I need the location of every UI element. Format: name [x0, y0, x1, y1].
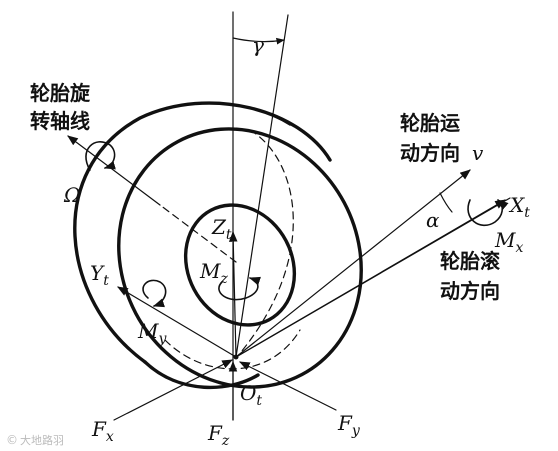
motion-direction-label-2: 动方向	[400, 141, 460, 165]
zt-label: Zt	[211, 215, 232, 243]
fy-force-line	[239, 361, 337, 411]
yt-label: Yt	[90, 261, 109, 289]
alpha-arc	[439, 192, 453, 213]
gamma-arc	[232, 37, 285, 45]
fz-label: Fz	[207, 421, 230, 449]
rolling-direction-label-1: 轮胎滚	[440, 249, 501, 273]
mz-rotation-arrow	[218, 276, 261, 301]
my-rotation-arrow	[142, 279, 167, 308]
motion-direction-label-1: 轮胎运	[400, 111, 460, 135]
mz-label: Mz	[199, 259, 228, 287]
fx-label: Fx	[91, 417, 114, 445]
ot-label: Ot	[240, 381, 262, 409]
tire-inner-hub	[183, 203, 297, 327]
rolling-direction-label-2: 动方向	[440, 279, 500, 303]
xt-label: Xt	[508, 193, 530, 221]
tire-front-outer-rim	[117, 127, 363, 389]
rotation-axis-label-2: 转轴线	[30, 109, 90, 133]
omega-rotation-arrow	[85, 141, 116, 171]
yt-axis	[117, 286, 237, 358]
fy-label: Fy	[337, 411, 361, 439]
rolling-direction-axis	[235, 197, 511, 358]
tire-tread-top	[139, 102, 291, 126]
mx-label: Mx	[494, 228, 523, 256]
zt-axis	[228, 230, 238, 358]
tire-tread-bottom	[143, 360, 260, 390]
rotation-axis-outer	[67, 135, 161, 206]
rotation-axis-label-1: 轮胎旋	[30, 81, 91, 105]
origin-point	[233, 354, 239, 360]
tire-back-outer-rim	[73, 101, 332, 364]
gamma-label: γ	[252, 33, 264, 57]
mx-rotation-arrow	[467, 199, 509, 227]
v-label: v	[472, 141, 484, 165]
my-label: My	[137, 319, 167, 347]
alpha-label: α	[426, 208, 440, 232]
wheel-plane-line	[235, 14, 289, 358]
rotation-axis	[159, 204, 237, 263]
motion-direction-v-axis	[235, 169, 471, 358]
omega-label: Ω	[63, 183, 81, 207]
tire	[73, 101, 363, 390]
watermark-logo-icon: ©	[6, 433, 18, 447]
watermark-text: 大地路羽	[20, 433, 64, 447]
fx-force-line	[113, 359, 233, 421]
